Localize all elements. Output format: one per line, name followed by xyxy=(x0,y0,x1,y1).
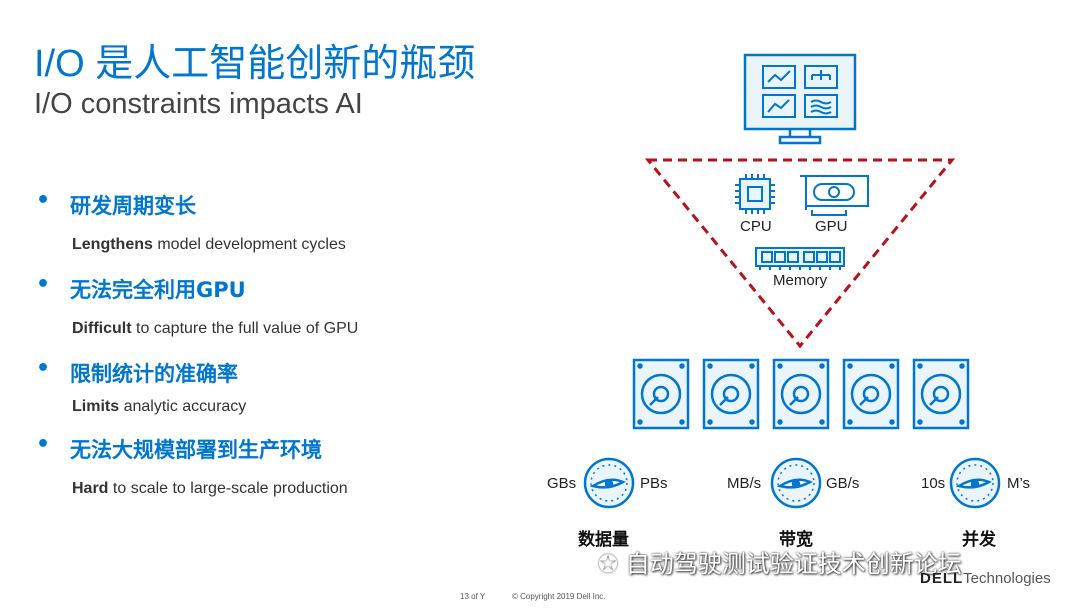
slide-subtitle: I/O constraints impacts AI xyxy=(34,88,363,120)
gauge-left-label: GBs xyxy=(547,475,577,492)
bullet-desc-text: analytic accuracy xyxy=(119,398,247,415)
bullet-desc-3: Limits analytic accuracy xyxy=(72,398,246,416)
bullet-dot: • xyxy=(36,188,51,213)
bullet-desc-bold: Lengthens xyxy=(72,236,153,253)
cpu-label: CPU xyxy=(740,218,772,235)
bullet-desc-text: to capture the full value of GPU xyxy=(131,320,359,337)
memory-label: Memory xyxy=(773,272,828,289)
hard-drive-icon xyxy=(842,358,900,430)
dell-logo-bold: DELL xyxy=(920,570,964,587)
bullet-heading-2: 无法完全利用GPU xyxy=(70,278,246,302)
gauge-icon xyxy=(949,457,1001,509)
watermark-label: 自动驾驶测试验证技术创新论坛 xyxy=(625,550,962,578)
hard-drive-icon xyxy=(772,358,830,430)
hard-drive-icon xyxy=(912,358,970,430)
bullet-dot: • xyxy=(36,356,51,381)
gauge-right-label: M’s xyxy=(1007,475,1031,492)
bullet-heading-4: 无法大规模部署到生产环境 xyxy=(70,438,322,462)
gauge-caption: 数据量 xyxy=(578,530,629,550)
gauge-right-label: GB/s xyxy=(826,475,860,492)
watermark-text: ✪ 自动驾驶测试验证技术创新论坛 xyxy=(598,544,962,579)
gauge-right-label: PBs xyxy=(640,475,668,492)
bullet-desc-1: Lengthens model development cycles xyxy=(72,236,346,254)
memory-icon xyxy=(755,247,845,270)
bullet-desc-bold: Difficult xyxy=(72,320,132,337)
gpu-icon xyxy=(800,175,869,216)
bullet-desc-bold: Limits xyxy=(72,398,120,415)
triangle-outline xyxy=(644,158,956,349)
gauge-caption: 并发 xyxy=(962,530,996,550)
hard-drive-icon xyxy=(632,358,690,430)
bullet-desc-2: Difficult to capture the full value of G… xyxy=(72,320,358,338)
gpu-label: GPU xyxy=(815,218,848,235)
bullet-dot: • xyxy=(36,432,51,457)
wechat-icon: ✪ xyxy=(598,550,619,578)
hard-drive-icon xyxy=(702,358,760,430)
bullet-desc-4: Hard to scale to large-scale production xyxy=(72,480,348,498)
page-number: 13 of Y xyxy=(460,592,486,601)
monitor-icon xyxy=(743,53,857,145)
gauge-caption: 带宽 xyxy=(779,530,813,550)
bullet-dot: • xyxy=(36,272,51,297)
gauge-icon xyxy=(770,457,822,509)
gauge-left-label: 10s xyxy=(921,475,946,492)
bullet-desc-text: to scale to large-scale production xyxy=(108,480,348,497)
dell-logo-rest: Technologies xyxy=(963,570,1051,587)
dell-technologies-logo: DELLTechnologies xyxy=(920,570,1051,587)
gauge-left-label: MB/s xyxy=(727,475,762,492)
bullet-desc-text: model development cycles xyxy=(152,236,346,253)
bullet-heading-3: 限制统计的准确率 xyxy=(70,362,238,386)
gauge-icon xyxy=(583,457,635,509)
copyright-text: © Copyright 2019 Dell Inc. xyxy=(512,592,606,601)
slide-title: I/O 是人工智能创新的瓶颈 xyxy=(34,43,476,85)
bullet-heading-1: 研发周期变长 xyxy=(70,194,196,218)
cpu-icon xyxy=(735,174,775,214)
bullet-desc-bold: Hard xyxy=(72,480,109,497)
